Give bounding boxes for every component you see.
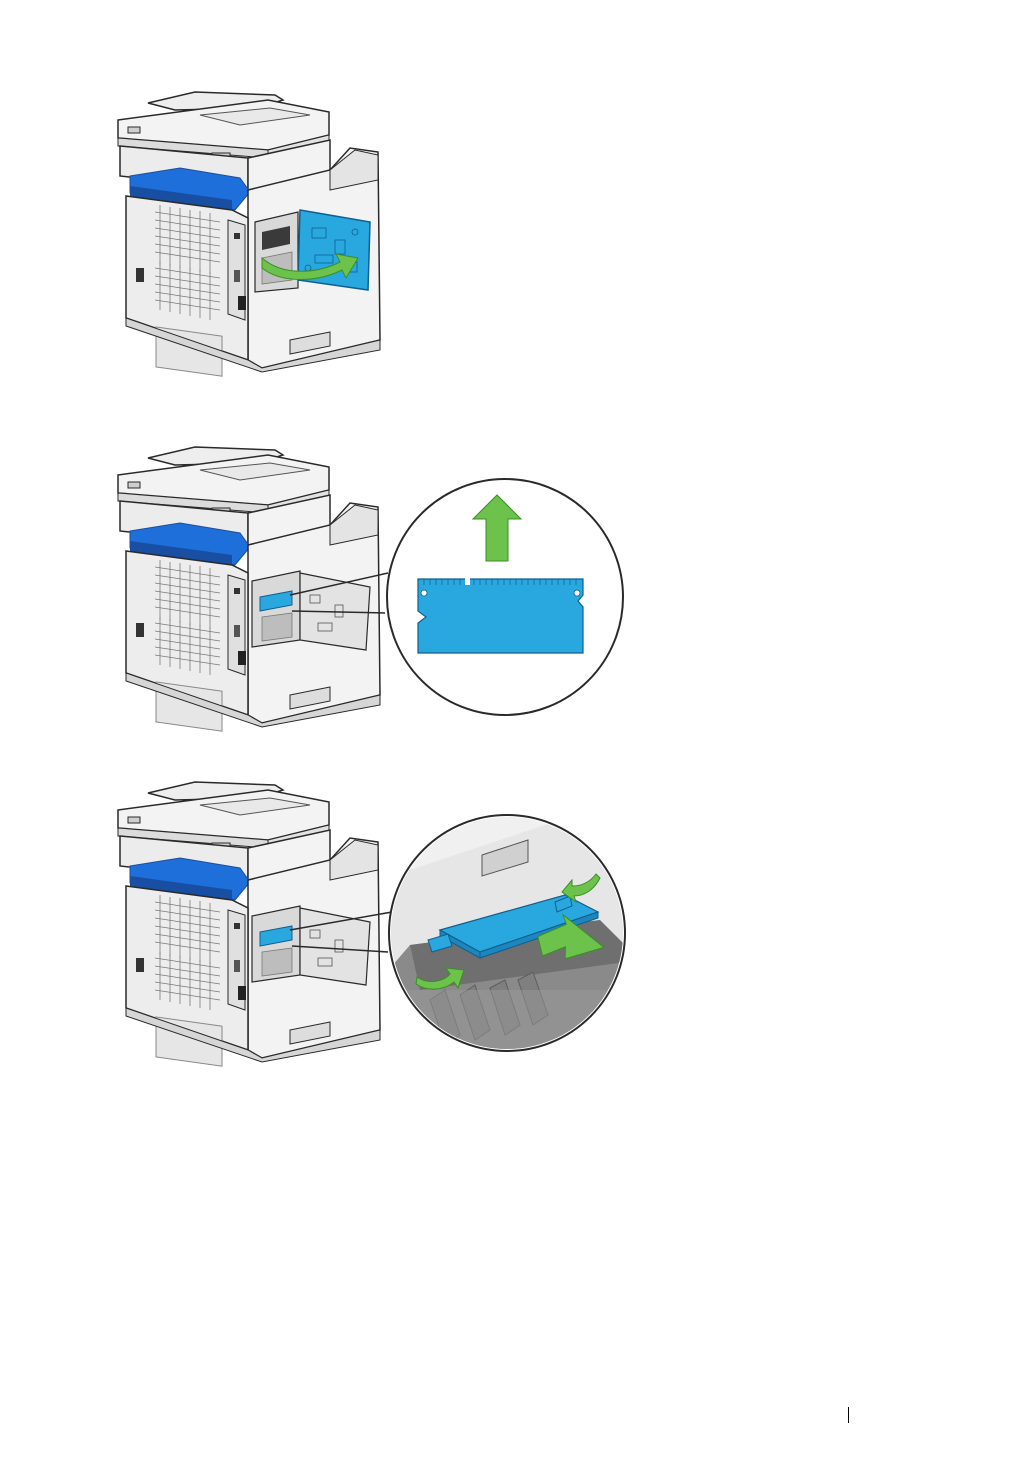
page-number-divider (848, 1407, 849, 1423)
printer-rear-illustration (0, 355, 1032, 735)
figure-remove-module (0, 355, 1032, 735)
figure-insert-module (0, 690, 1032, 1070)
printer-rear-illustration (0, 0, 1032, 400)
figure-open-cover (0, 0, 1032, 400)
printer-rear-illustration (0, 690, 1032, 1070)
memory-module-icon (418, 577, 583, 653)
